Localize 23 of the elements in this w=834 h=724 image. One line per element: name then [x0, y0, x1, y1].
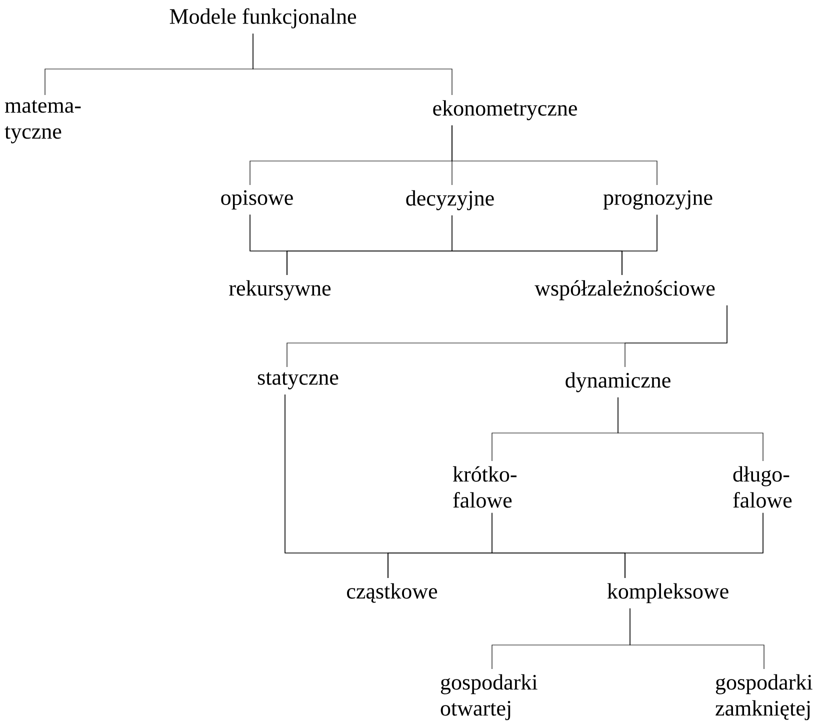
category-label: rekursywne — [229, 280, 331, 300]
category-label: Modele funkcjonalne — [170, 8, 356, 28]
category-label: prognozyjne — [603, 190, 712, 210]
connector-line — [252, 33, 452, 96]
category-label: gospodarki zamkniętej — [716, 674, 812, 720]
category-label: decyzyjne — [406, 190, 494, 210]
category-label: współzależnościowe — [534, 280, 715, 300]
category-label: cząstkowe — [347, 583, 438, 603]
category-label: długo- falowe — [733, 466, 792, 508]
connector-line — [622, 214, 658, 276]
connector-line — [452, 125, 658, 186]
connector-line — [618, 397, 764, 462]
category-label: statyczne — [258, 372, 338, 390]
category-label: ekonometryczne — [433, 100, 577, 120]
category-label: matema- tyczne — [4, 100, 81, 144]
category-label: opisowe — [221, 190, 293, 210]
connector-line — [630, 608, 764, 670]
category-label: kompleksowe — [607, 583, 728, 604]
connector-line — [624, 512, 764, 578]
category-label: krótko- falowe — [452, 466, 516, 508]
category-label: dynamiczne — [566, 372, 670, 392]
category-label: gospodarki otwartej — [440, 674, 538, 720]
connector-line — [624, 305, 728, 368]
